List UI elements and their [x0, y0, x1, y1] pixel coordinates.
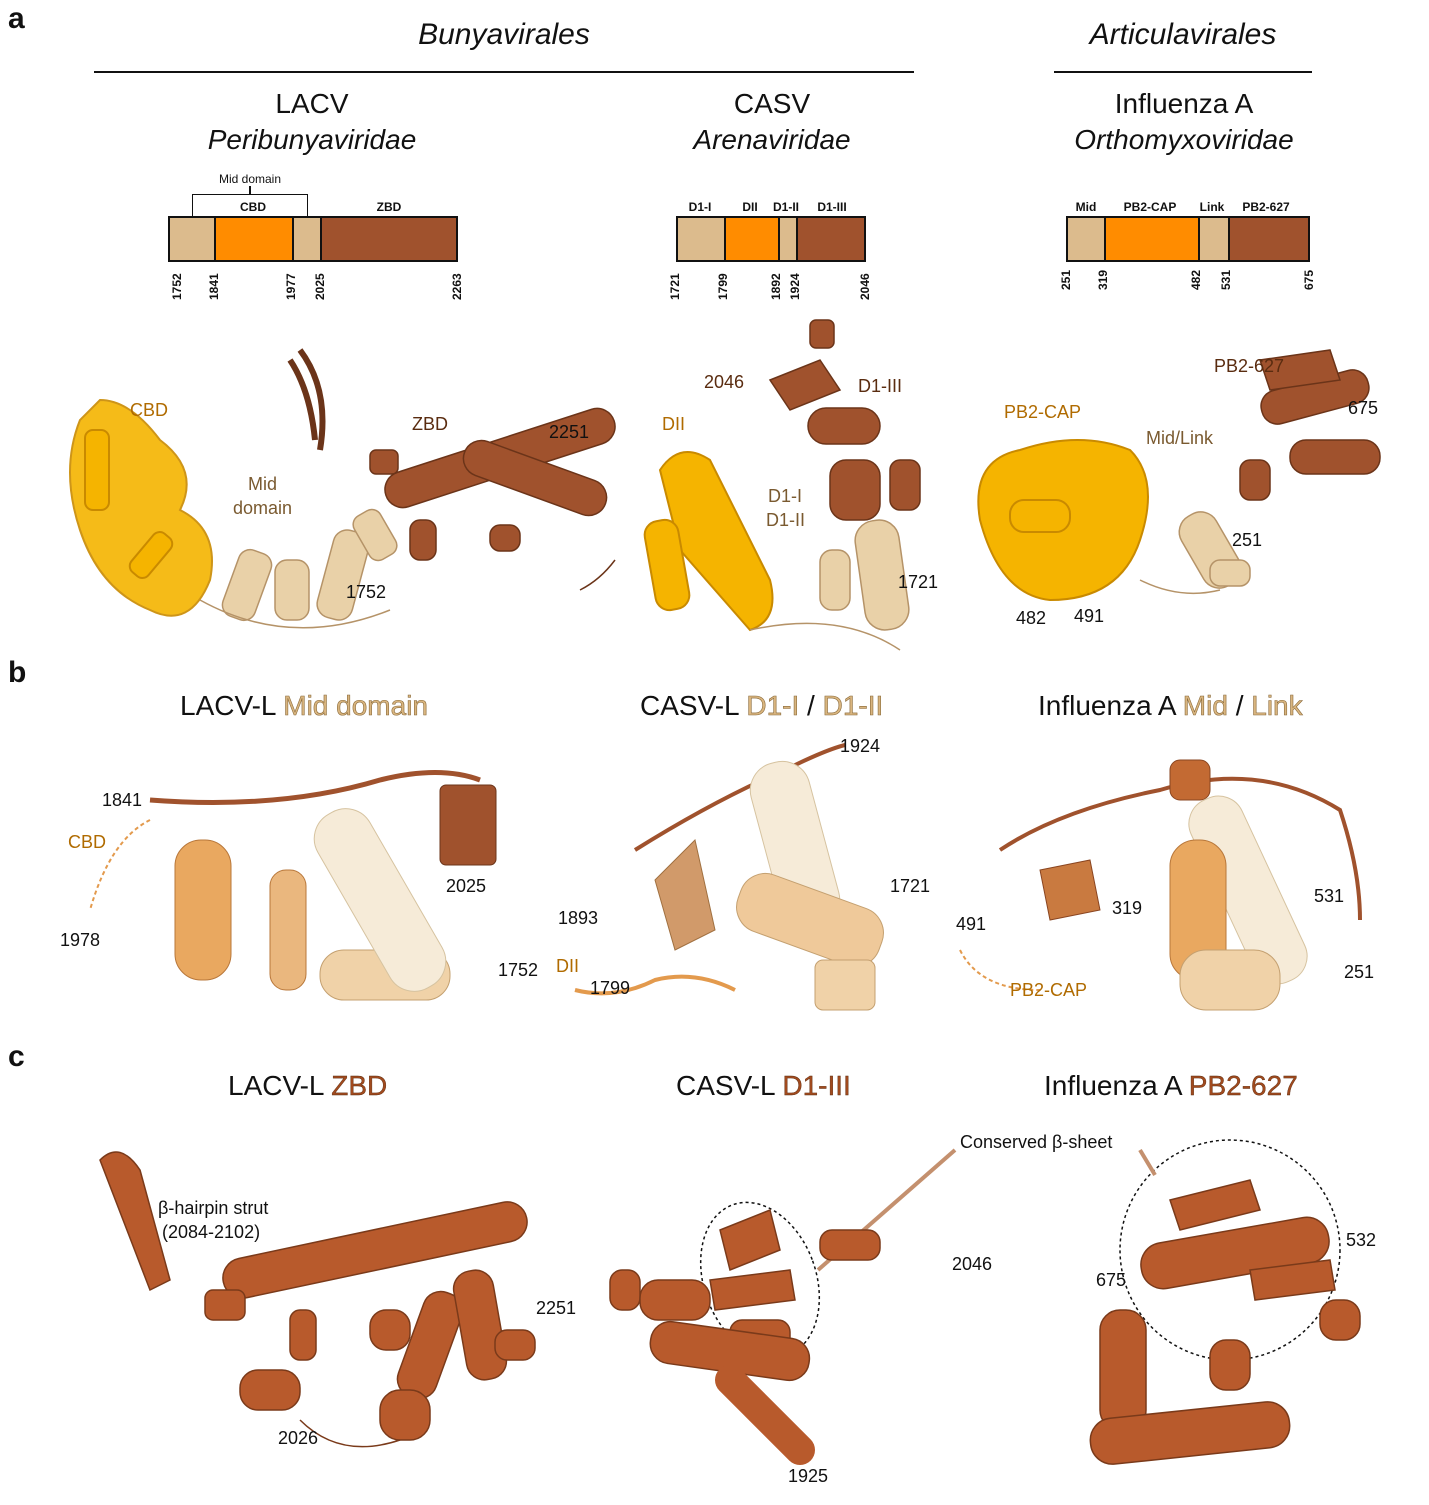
a-flu-pb2627-label: PB2-627: [1214, 356, 1284, 377]
c-flu-532-label: 532: [1346, 1230, 1376, 1251]
b-lacv-1841-label: 1841: [102, 790, 142, 811]
a-lacv-mid-label: Mid: [248, 474, 277, 495]
family-name-casv: Arenaviridae: [602, 124, 942, 156]
b-casv-1799-label: 1799: [590, 978, 630, 999]
b-title-lacv: LACV-L Mid domain: [180, 690, 428, 722]
flu-pb2cap-label: PB2-CAP: [1124, 200, 1177, 214]
a-casv-d1iii-label: D1-III: [858, 376, 902, 397]
casv-dii-label: DII: [742, 200, 757, 214]
a-flu-675-label: 675: [1348, 398, 1378, 419]
casv-tick: 1721: [668, 273, 682, 300]
flu-tick: 531: [1219, 270, 1233, 290]
c-title-casv: CASV-L D1-III: [676, 1070, 851, 1102]
order-articulavirales: Articulavirales: [1054, 18, 1312, 52]
virus-name-flu: Influenza A: [1014, 88, 1354, 120]
a-flu-pb2cap-label: PB2-CAP: [1004, 402, 1081, 423]
c-lacv-strut-label: β-hairpin strut: [158, 1198, 268, 1219]
a-lacv-zbd-label: ZBD: [412, 414, 448, 435]
casv-tick: 1924: [788, 273, 802, 300]
lacv-structure: [40, 330, 640, 650]
c-lacv-strut-range-label: (2084-2102): [162, 1222, 260, 1243]
casv-d1i-label: D1-I: [689, 200, 712, 214]
b-lacv-1752-label: 1752: [498, 960, 538, 981]
c-casv-structure: [600, 1150, 1020, 1480]
b-flu-pb2cap-label: PB2-CAP: [1010, 980, 1087, 1001]
c-casv-1925-label: 1925: [788, 1466, 828, 1487]
b-casv-1924-label: 1924: [840, 736, 880, 757]
a-casv-1721-label: 1721: [898, 572, 938, 593]
c-lacv-2251-label: 2251: [536, 1298, 576, 1319]
virus-name-casv: CASV: [602, 88, 942, 120]
casv-tick: 1799: [716, 273, 730, 300]
lacv-tick: 1752: [170, 273, 184, 300]
a-flu-482-label: 482: [1016, 608, 1046, 629]
flu-tick: 675: [1302, 270, 1316, 290]
order-divider-articula: [1054, 71, 1312, 73]
casv-tick: 2046: [858, 273, 872, 300]
a-casv-d1ii-label: D1-II: [766, 510, 805, 531]
a-lacv-1752-label: 1752: [346, 582, 386, 603]
a-flu-491-label: 491: [1074, 606, 1104, 627]
c-flu-675-label: 675: [1096, 1270, 1126, 1291]
casv-d1ii-label: D1-II: [773, 200, 799, 214]
flu-link-label: Link: [1200, 200, 1225, 214]
flu-tick: 251: [1059, 270, 1073, 290]
a-casv-2046-label: 2046: [704, 372, 744, 393]
b-flu-251-label: 251: [1344, 962, 1374, 983]
family-name-lacv: Peribunyaviridae: [142, 124, 482, 156]
panel-letter-b: b: [8, 656, 26, 690]
mid-domain-bracket-label: Mid domain: [219, 172, 281, 186]
b-lacv-1978-label: 1978: [60, 930, 100, 951]
b-casv-1721-label: 1721: [890, 876, 930, 897]
lacv-tick: 1841: [207, 273, 221, 300]
c-flu-structure: [1030, 1150, 1410, 1490]
b-flu-491-label: 491: [956, 914, 986, 935]
lacv-tick: 1977: [284, 273, 298, 300]
flu-tick: 319: [1096, 270, 1110, 290]
flu-structure: [960, 340, 1400, 640]
panel-letter-a: a: [8, 2, 25, 36]
b-casv-1893-label: 1893: [558, 908, 598, 929]
b-flu-531-label: 531: [1314, 886, 1344, 907]
c-lacv-2026-label: 2026: [278, 1428, 318, 1449]
lacv-tick: 2025: [313, 273, 327, 300]
order-bunyavirales: Bunyavirales: [94, 18, 914, 52]
b-title-casv: CASV-L D1-I / D1-II: [640, 690, 883, 722]
b-lacv-2025-label: 2025: [446, 876, 486, 897]
a-flu-251-label: 251: [1232, 530, 1262, 551]
lacv-tick: 2263: [450, 273, 464, 300]
b-casv-dii-label: DII: [556, 956, 579, 977]
b-lacv-cbd-label: CBD: [68, 832, 106, 853]
a-lacv-domain-label: domain: [233, 498, 292, 519]
a-lacv-2251-label: 2251: [549, 422, 589, 443]
order-divider-bunya: [94, 71, 914, 73]
casv-tick: 1892: [769, 273, 783, 300]
flu-mid-label: Mid: [1076, 200, 1097, 214]
flu-pb2627-label: PB2-627: [1242, 200, 1289, 214]
c-casv-2046-label: 2046: [952, 1254, 992, 1275]
family-name-flu: Orthomyxoviridae: [1014, 124, 1354, 156]
casv-domain-bar: [676, 216, 866, 262]
a-casv-d1i-label: D1-I: [768, 486, 802, 507]
panel-letter-c: c: [8, 1040, 25, 1074]
flu-tick: 482: [1189, 270, 1203, 290]
a-lacv-cbd-label: CBD: [130, 400, 168, 421]
a-casv-dii-label: DII: [662, 414, 685, 435]
a-flu-midlink-label: Mid/Link: [1146, 428, 1213, 449]
c-lacv-structure: [80, 1140, 580, 1470]
flu-domain-bar: [1066, 216, 1310, 262]
lacv-cbd-label: CBD: [240, 200, 266, 214]
casv-d1iii-label: D1-III: [817, 200, 846, 214]
c-title-flu: Influenza A PB2-627: [1044, 1070, 1298, 1102]
b-title-flu: Influenza A Mid / Link: [1038, 690, 1303, 722]
lacv-zbd-label: ZBD: [377, 200, 402, 214]
c-title-lacv: LACV-L ZBD: [228, 1070, 387, 1102]
virus-name-lacv: LACV: [142, 88, 482, 120]
b-flu-319-label: 319: [1112, 898, 1142, 919]
lacv-domain-bar: [168, 216, 458, 262]
